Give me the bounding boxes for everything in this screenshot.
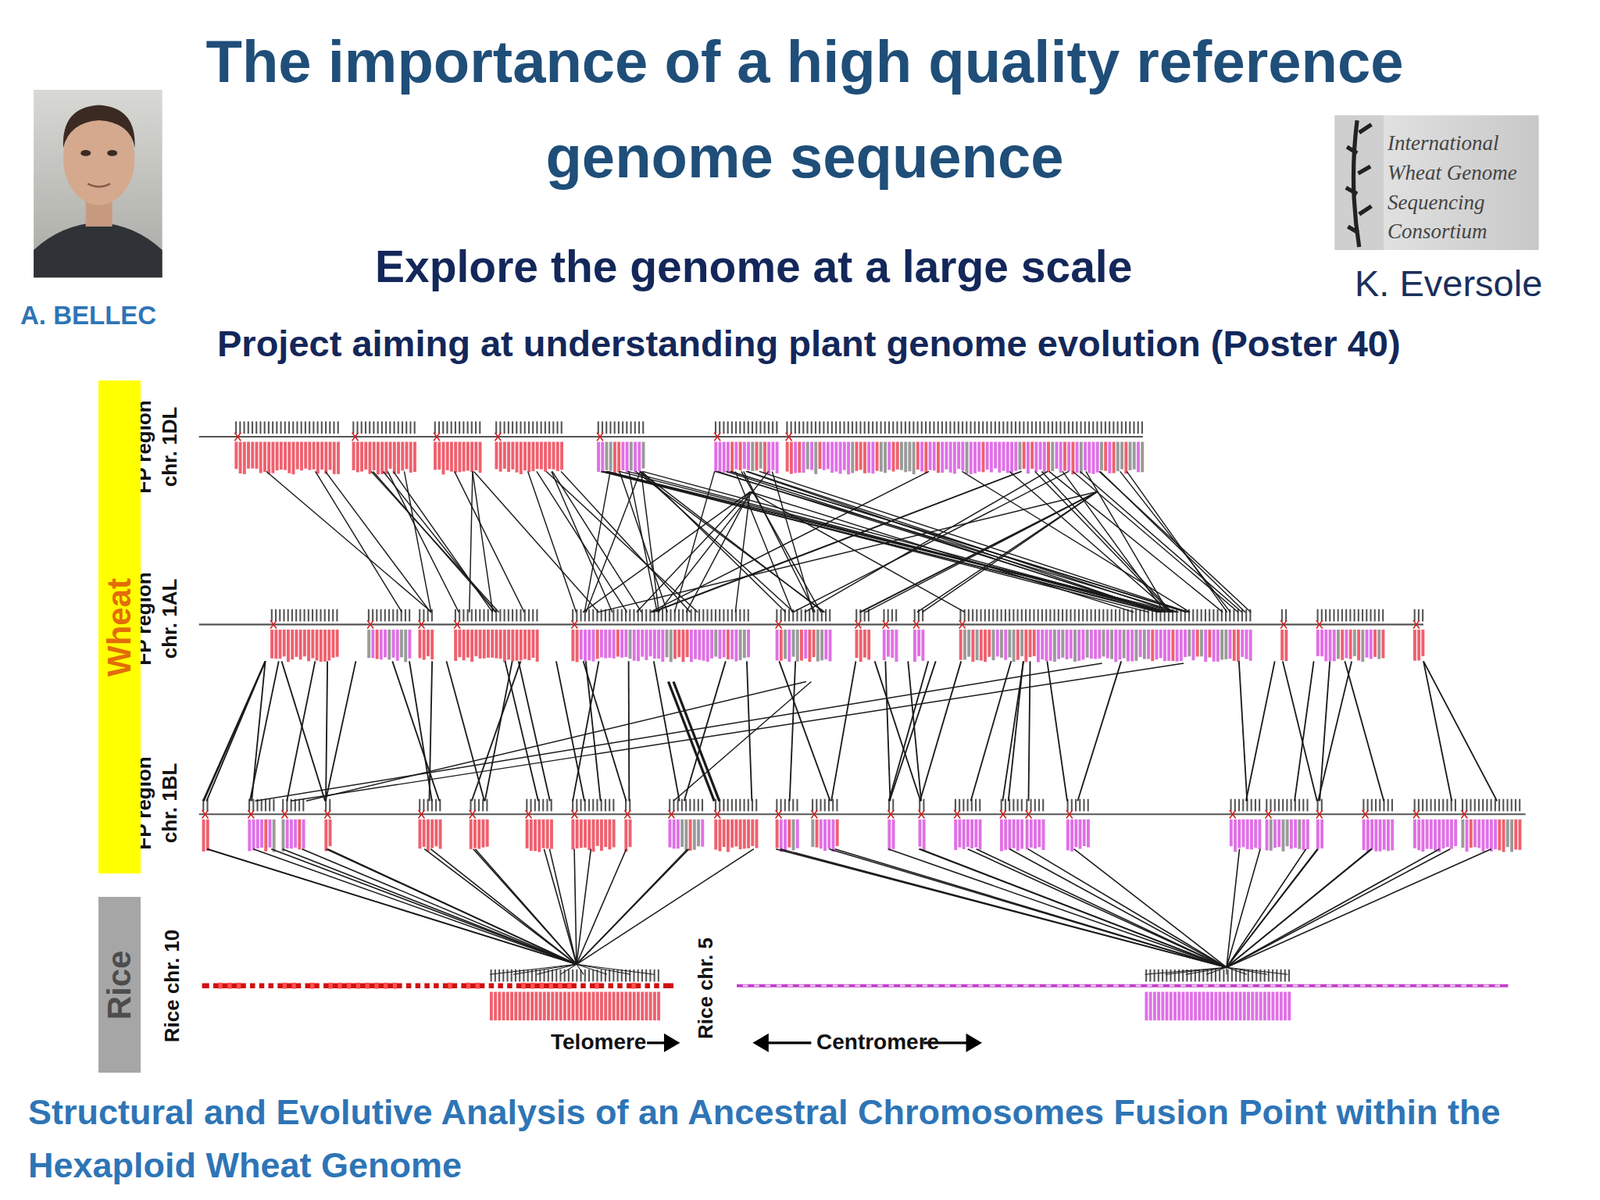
contact-name: K. Eversole (1354, 261, 1543, 305)
band-label: Wheat (100, 578, 139, 677)
subtitle: Explore the genome at a large scale (375, 240, 1133, 293)
chromosome-tracks (199, 421, 1526, 1021)
synteny-lines (203, 471, 1497, 975)
author-name: A. BELLEC (20, 300, 157, 331)
project-note: Project aiming at understanding plant ge… (217, 321, 1401, 365)
track-label: Rice chr. 10 (159, 907, 186, 1065)
speaker-photo (33, 89, 163, 278)
logo-text: International Wheat Genome Sequencing Co… (1387, 128, 1544, 247)
species-band: Rice (98, 896, 141, 1073)
region-label: Telomere (550, 1029, 647, 1055)
region-label: Centromere (816, 1029, 940, 1055)
species-band: Wheat (98, 380, 141, 874)
band-label: Rice (100, 950, 139, 1020)
slide-caption: Structural and Evolutive Analysis of an … (28, 1085, 1591, 1192)
slide-title: The importance of a high quality referen… (85, 14, 1524, 204)
track-label: Rice chr. 5 (692, 910, 719, 1067)
